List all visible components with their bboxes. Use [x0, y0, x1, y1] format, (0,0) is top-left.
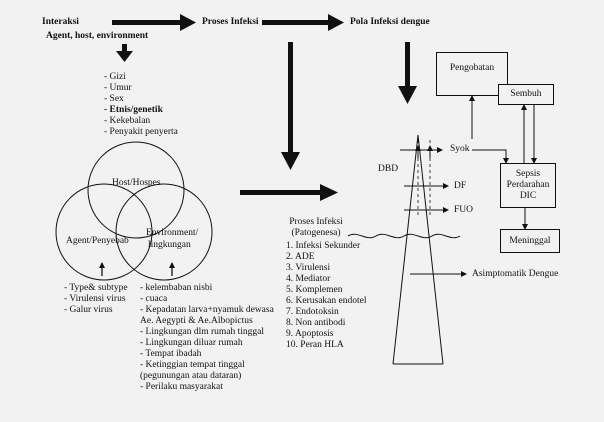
host-factor-item: - Etnis/genetik — [104, 105, 163, 115]
pathogenesis-item: 7. Endotoksin — [286, 307, 339, 317]
venn-label-environment-2: lingkungan — [148, 240, 191, 250]
host-factor-item: - Umur — [104, 83, 132, 93]
box-sepsis-line-2: Perdarahan — [506, 180, 550, 190]
venn-label-environment: Environment/ — [146, 228, 199, 238]
arrow-down-process — [281, 42, 300, 170]
pathogenesis-item: 9. Apoptosis — [286, 329, 334, 339]
environment-factor-item: - Lingkungan dlm rumah tinggal — [140, 327, 265, 337]
pathogenesis-item: 2. ADE — [286, 252, 315, 262]
arrow-to-iceberg — [240, 184, 338, 201]
host-factors-list: - Gizi - Umur - Sex - Etnis/genetik - Ke… — [104, 72, 178, 138]
environment-factor-item: - Lingkungan diluar rumah — [140, 338, 243, 348]
environment-factors-list: - kelembaban nisbi - cuaca - Kepadatan l… — [140, 283, 274, 393]
box-meninggal-label: Meninggal — [509, 235, 551, 246]
label-fuo: FUO — [454, 205, 474, 215]
pathogenesis-item: 5. Komplemen — [286, 285, 343, 295]
label-asymptomatic: Asimptomatik Dengue — [472, 269, 559, 279]
agent-factors-list: - Type& subtype - Virulensi virus - Galu… — [64, 283, 128, 316]
pathogenesis-item: 3. Virulensi — [286, 263, 331, 273]
pathogenesis-title: Proses Infeksi — [289, 217, 343, 227]
pathogenesis-subtitle: (Patogenesa) — [291, 228, 341, 238]
environment-factor-item: - kelembaban nisbi — [140, 283, 213, 293]
host-factor-item: - Kekebalan — [104, 116, 151, 126]
pathogenesis-item: 10. Peran HLA — [286, 340, 344, 350]
box-sepsis-line-1: Sepsis — [515, 169, 541, 179]
iceberg-triangle — [347, 134, 461, 365]
pathogenesis-item: 1. Infeksi Sekunder — [286, 241, 361, 251]
box-meninggal: Meninggal — [500, 229, 560, 253]
venn-circle-environment — [115, 183, 213, 281]
box-sepsis-line-3: DIC — [519, 191, 537, 201]
environment-factor-item: - cuaca — [140, 294, 168, 304]
header-process: Proses Infeksi — [202, 17, 259, 27]
label-dbd: DBD — [378, 164, 399, 174]
arrow-down-pattern — [398, 42, 417, 104]
environment-factor-item: - Ketinggian tempat tinggal — [140, 360, 245, 370]
host-factor-item: - Penyakit penyerta — [104, 127, 178, 137]
box-sembuh-label: Sembuh — [510, 89, 542, 99]
agent-factor-item: - Type& subtype — [64, 283, 128, 293]
arrow-down-to-host-factors — [116, 44, 133, 62]
host-factor-item: - Sex — [104, 94, 124, 104]
header-interaction-sub: Agent, host, environment — [46, 31, 149, 41]
box-pengobatan: Pengobatan — [436, 52, 508, 96]
box-sembuh: Sembuh — [498, 84, 554, 105]
venn-label-host: Host/Hospes — [112, 178, 161, 188]
agent-factor-item: - Galur virus — [64, 305, 113, 315]
venn-circle-host — [87, 141, 185, 239]
host-factor-item: - Gizi — [104, 72, 126, 82]
pathogenesis-item: 8. Non antibodi — [286, 318, 346, 328]
label-syok: Syok — [450, 144, 470, 154]
environment-factor-item: Ae. Aegypti & Ae.Albopictus — [140, 316, 253, 326]
box-sepsis: Sepsis Perdarahan DIC — [500, 163, 556, 208]
pathogenesis-item: 4. Mediator — [286, 274, 331, 284]
pathogenesis-list: 1. Infeksi Sekunder 2. ADE 3. Virulensi … — [286, 241, 366, 351]
agent-factor-item: - Virulensi virus — [64, 294, 126, 304]
header-pattern: Pola Infeksi dengue — [350, 17, 430, 27]
environment-factor-item: - Tempat ibadah — [140, 349, 202, 359]
venn-label-agent: Agent/Penyebab — [66, 236, 129, 246]
label-df: DF — [454, 181, 467, 191]
environment-factor-item: (pegunungan atau dataran) — [140, 371, 242, 381]
arrow-syok-to-sepsis — [472, 149, 509, 164]
pathogenesis-item: 6. Kerusakan endotel — [286, 296, 367, 306]
environment-factor-item: - Kepadatan larva+nyamuk dewasa — [140, 305, 274, 315]
box-pengobatan-label: Pengobatan — [449, 63, 495, 73]
header-arrow-process-to-pattern — [262, 14, 344, 31]
environment-factor-item: - Perilaku masyarakat — [140, 382, 223, 392]
header-interaction: Interaksi — [42, 17, 79, 27]
header-arrow-interaction-to-process — [112, 14, 196, 31]
venn-circle-agent — [55, 183, 153, 281]
